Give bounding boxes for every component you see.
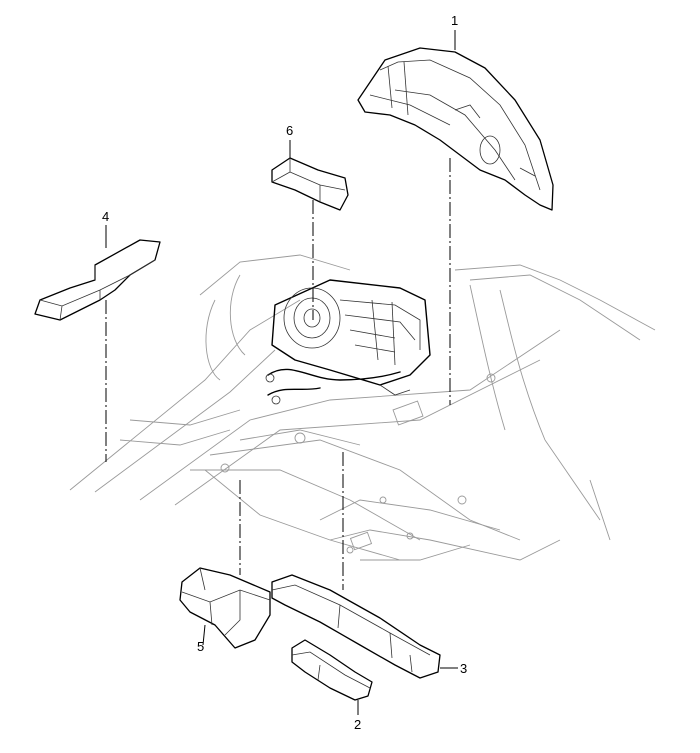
engine-assembly — [265, 279, 431, 405]
part-2-strip — [291, 639, 373, 715]
callout-3: 3 — [460, 661, 468, 676]
callout-1: 1 — [451, 13, 459, 28]
part-4-cover-panel — [34, 225, 161, 321]
part-1-wheel-housing-liner — [357, 30, 554, 211]
callout-6: 6 — [286, 123, 294, 138]
vehicle-body-floor — [69, 254, 656, 561]
callout-2: 2 — [354, 717, 362, 732]
callout-4: 4 — [102, 209, 110, 224]
callout-5: 5 — [197, 639, 205, 654]
assembly-lines — [105, 158, 451, 590]
part-6-bracket — [271, 140, 349, 211]
part-3-long-member — [271, 574, 458, 679]
part-5-bracket-block — [179, 567, 271, 649]
